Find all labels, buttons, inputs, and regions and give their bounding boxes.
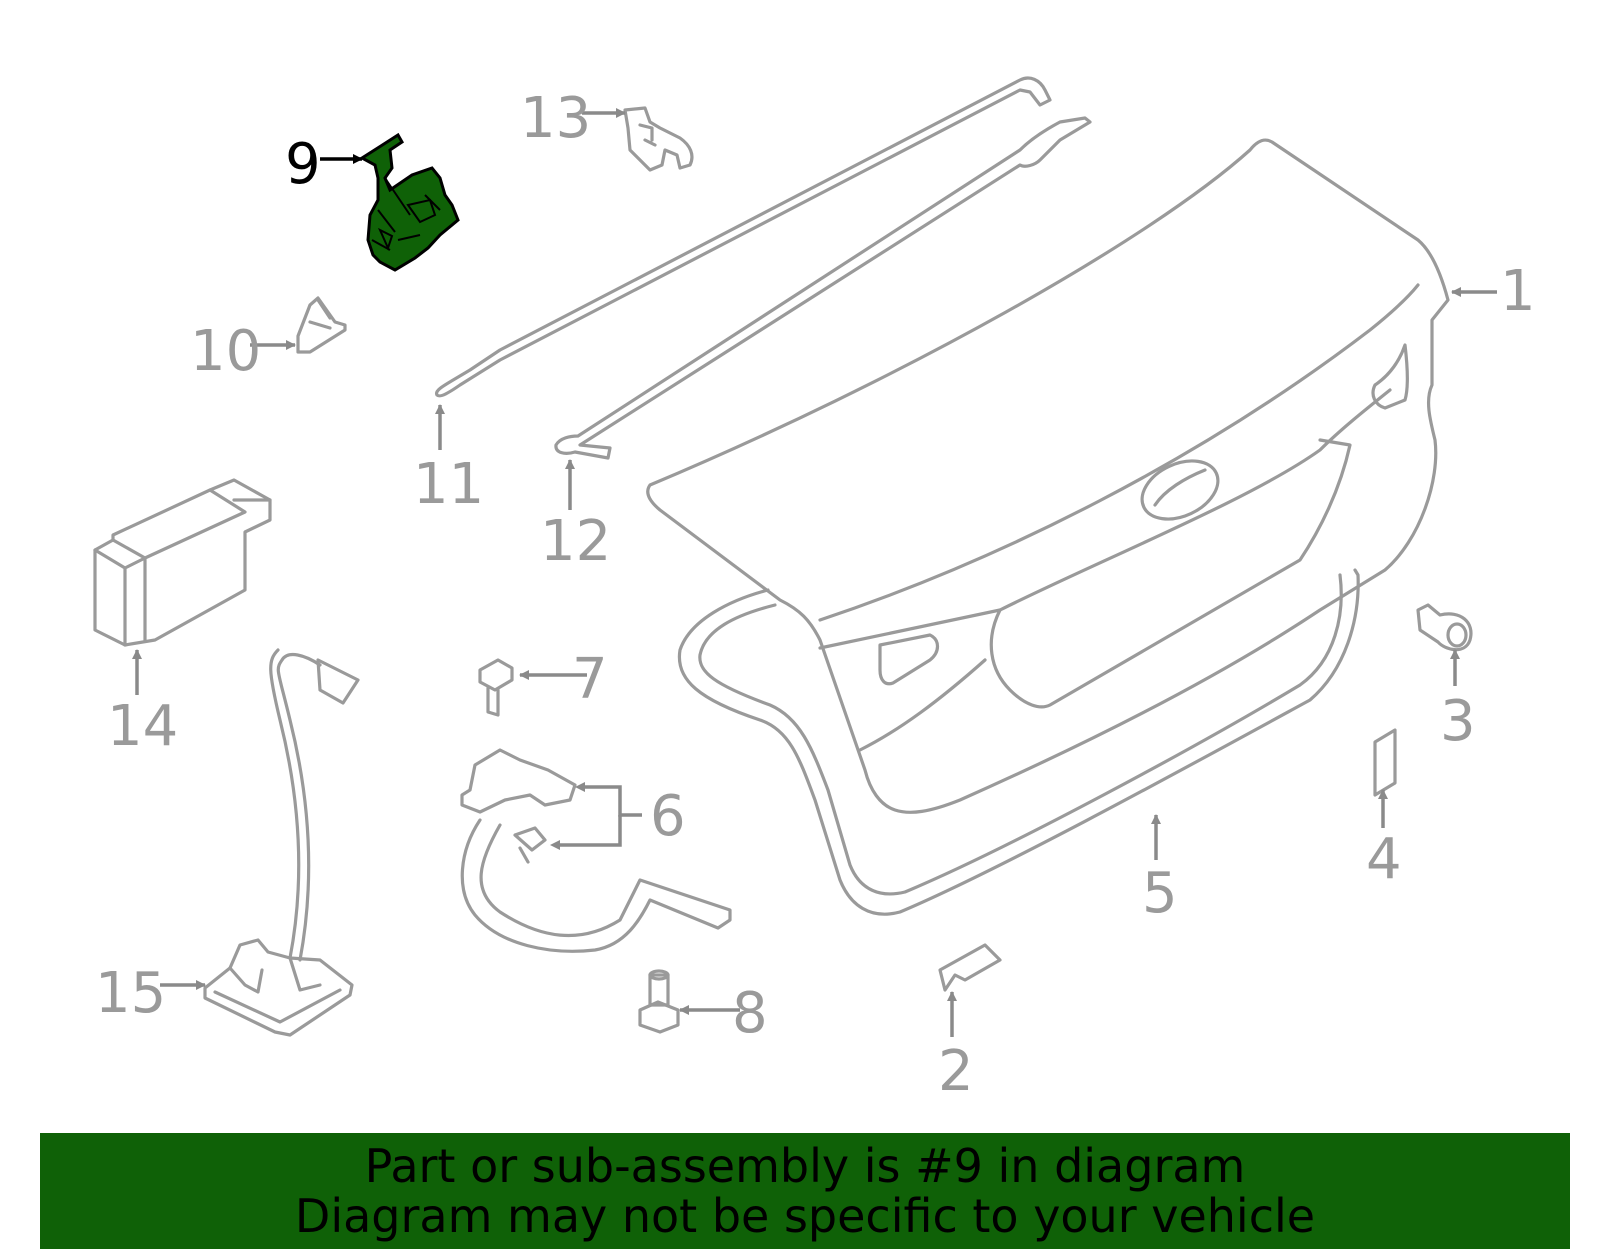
bolt-7-part [478, 658, 514, 717]
plate-4-part [1373, 728, 1397, 797]
callout-11: 11 [413, 452, 484, 517]
rod-12-part [554, 116, 1092, 460]
weatherstrip-part [677, 568, 1360, 916]
bracket-2-part [938, 943, 1002, 992]
callout-7: 7 [572, 647, 608, 712]
trunk-lid-part [646, 138, 1450, 814]
callout-2: 2 [938, 1039, 974, 1104]
callout-12: 12 [540, 509, 611, 574]
callout-1: 1 [1500, 259, 1536, 324]
callout-5: 5 [1142, 861, 1178, 926]
callout-15: 15 [95, 961, 166, 1026]
callout-labels: 1 2 3 4 5 6 7 8 9 10 11 12 13 14 15 [95, 86, 1536, 1104]
callout-9: 9 [285, 132, 321, 197]
latch-9-part [359, 132, 460, 272]
info-banner: Part or sub-assembly is #9 in diagram Di… [40, 1133, 1570, 1249]
callout-14: 14 [107, 694, 178, 759]
callout-13: 13 [520, 86, 591, 151]
callout-arrows [132, 108, 1497, 1037]
callout-10: 10 [190, 319, 261, 384]
banner-line-2: Diagram may not be specific to your vehi… [294, 1189, 1316, 1243]
clip-10-part [296, 296, 347, 354]
bracket-13-part [623, 106, 694, 172]
clip-3-part [1416, 603, 1473, 652]
bolt-8-part [638, 969, 680, 1034]
handle-15-part [203, 648, 360, 1037]
hinge-6-part [460, 748, 732, 953]
callout-3: 3 [1440, 689, 1476, 754]
callout-8: 8 [732, 981, 768, 1046]
actuator-14-part [93, 478, 272, 647]
callout-4: 4 [1366, 827, 1402, 892]
callout-6: 6 [650, 784, 686, 849]
banner-line-1: Part or sub-assembly is #9 in diagram [364, 1139, 1246, 1193]
rod-11-part [434, 76, 1052, 398]
